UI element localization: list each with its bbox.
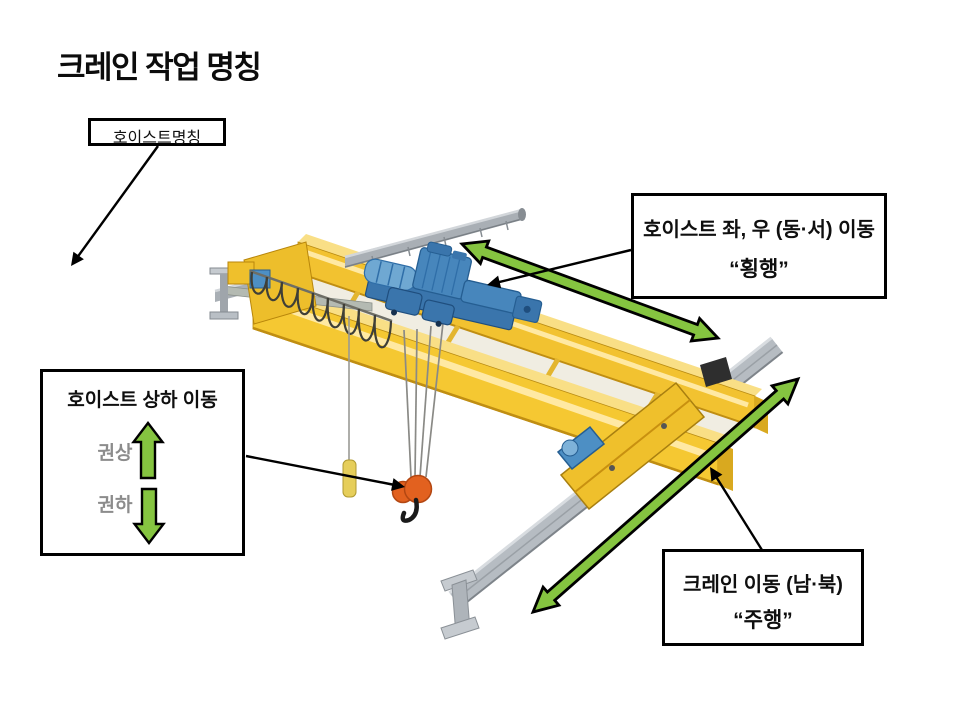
traverse-description: 호이스트 좌, 우 (동·서) 이동 [643, 219, 875, 241]
label-box-travel: 크레인 이동 (남·북) “주행” [662, 549, 864, 646]
hoist-down-label: 권하 [97, 495, 133, 516]
travel-description: 크레인 이동 (남·북) [683, 574, 843, 596]
updown-title: 호이스트 상하 이동 [67, 390, 218, 411]
travel-term: “주행” [733, 609, 793, 632]
hook-icon [400, 497, 419, 523]
hoist-ropes [403, 322, 444, 478]
label-box-updown: 호이스트 상하 이동 권상 권하 [40, 369, 245, 556]
label-box-traverse: 호이스트 좌, 우 (동·서) 이동 “횡행” [631, 193, 887, 299]
label-box-hoist-name: 호이스트명칭 [88, 118, 226, 147]
hoist-up-label: 권상 [97, 443, 133, 464]
hoist-name-label: 호이스트명칭 [112, 130, 202, 147]
page-title: 크레인 작업 명칭 [57, 50, 262, 85]
traverse-term: “횡행” [729, 258, 789, 281]
hook-block [391, 474, 433, 523]
festoon-cables [249, 269, 393, 349]
